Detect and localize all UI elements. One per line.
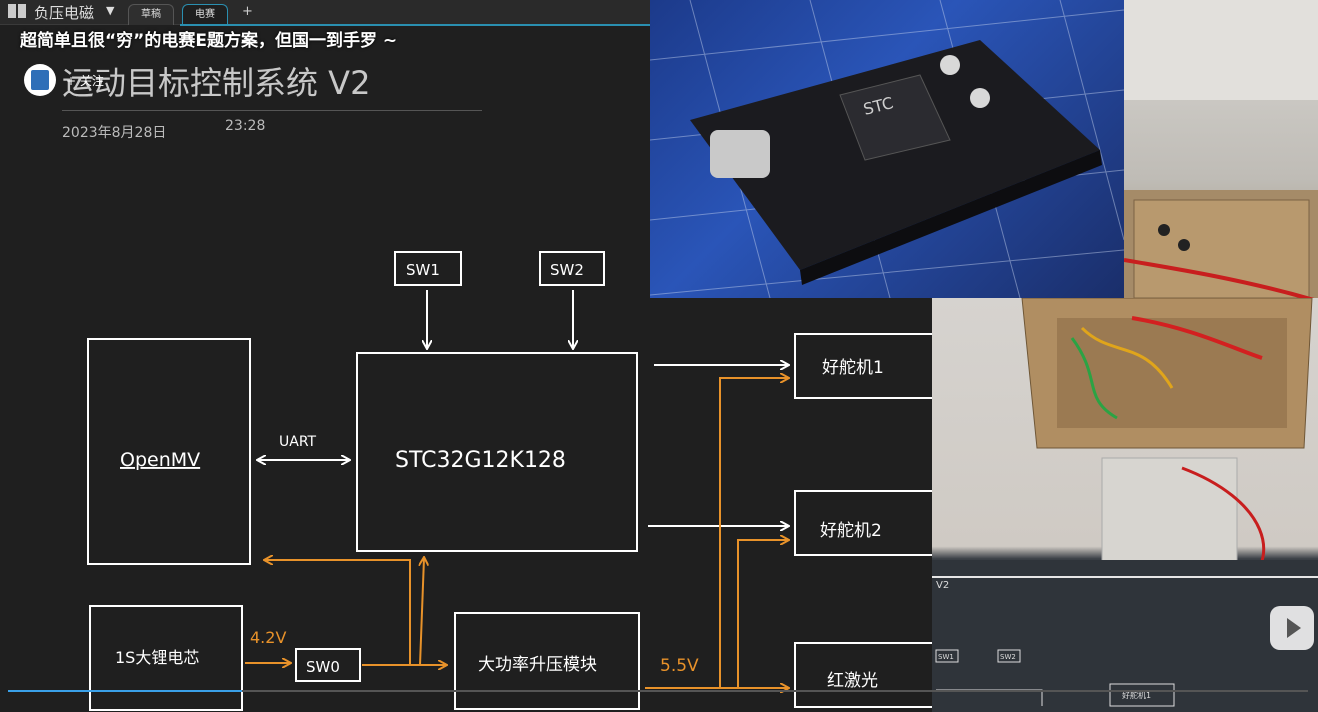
play-icon[interactable]	[1270, 606, 1314, 650]
title-divider	[62, 110, 482, 111]
boost-box	[454, 612, 640, 710]
mcu-box	[356, 352, 638, 552]
boost-voltage-label: 5.5V	[660, 656, 699, 676]
video-progress-fill	[8, 690, 242, 692]
battery-label: 1S大锂电芯	[115, 648, 199, 667]
follow-button[interactable]: + 关注	[66, 74, 104, 88]
sw1-label: SW1	[406, 261, 440, 279]
board-photo: STC	[650, 0, 1124, 298]
add-tab-button[interactable]: +	[242, 4, 253, 19]
bench-photo	[1124, 0, 1318, 298]
mini-v2-label: V2	[936, 580, 949, 591]
openmv-label: OpenMV	[120, 449, 200, 471]
servo2-label: 好舵机2	[820, 521, 882, 541]
video-progress-track[interactable]	[8, 690, 1308, 692]
servo2-box	[794, 490, 935, 556]
laser-box	[794, 642, 935, 708]
battery-voltage-label: 4.2V	[250, 628, 286, 647]
boost-label: 大功率升压模块	[478, 655, 597, 675]
sw0-box	[295, 648, 361, 682]
servo1-box	[794, 333, 935, 399]
mini-sw2-label: SW2	[1000, 653, 1016, 661]
video-title: 超简单且很“穷”的电赛E题方案，但国一到手罗 ~	[20, 31, 398, 51]
mini-sw1-label: SW1	[938, 653, 954, 661]
page-title: 运动目标控制系统 V2	[62, 64, 371, 102]
sw1-box	[394, 251, 462, 286]
page-time: 23:28	[225, 118, 266, 134]
laser-label: 红激光	[827, 671, 878, 691]
page-date: 2023年8月28日	[62, 125, 167, 141]
tab-underline	[180, 24, 650, 26]
chevron-down-icon[interactable]: ▼	[106, 4, 115, 17]
tab-draft[interactable]: 草稿	[128, 4, 174, 25]
notebook-icon[interactable]	[8, 4, 26, 18]
mini-servo1-label: 好舵机1	[1122, 690, 1151, 700]
notebook-title[interactable]: 负压电磁	[34, 4, 95, 22]
avatar[interactable]	[24, 64, 56, 96]
block-diagram: OpenMV STC32G12K128 SW1 SW2 好舵机1 好舵机2 红激…	[87, 251, 935, 711]
uart-label: UART	[279, 434, 317, 450]
prototype-photo: V2 SW1 SW2 好舵机1	[932, 298, 1318, 712]
mcu-label: STC32G12K128	[395, 448, 566, 473]
openmv-box	[87, 338, 251, 565]
sw0-label: SW0	[306, 658, 340, 676]
sw2-label: SW2	[550, 261, 584, 279]
tab-contest[interactable]: 电赛	[182, 4, 228, 25]
battery-box	[89, 605, 243, 711]
sw2-box	[539, 251, 605, 286]
servo1-label: 好舵机1	[822, 358, 884, 378]
